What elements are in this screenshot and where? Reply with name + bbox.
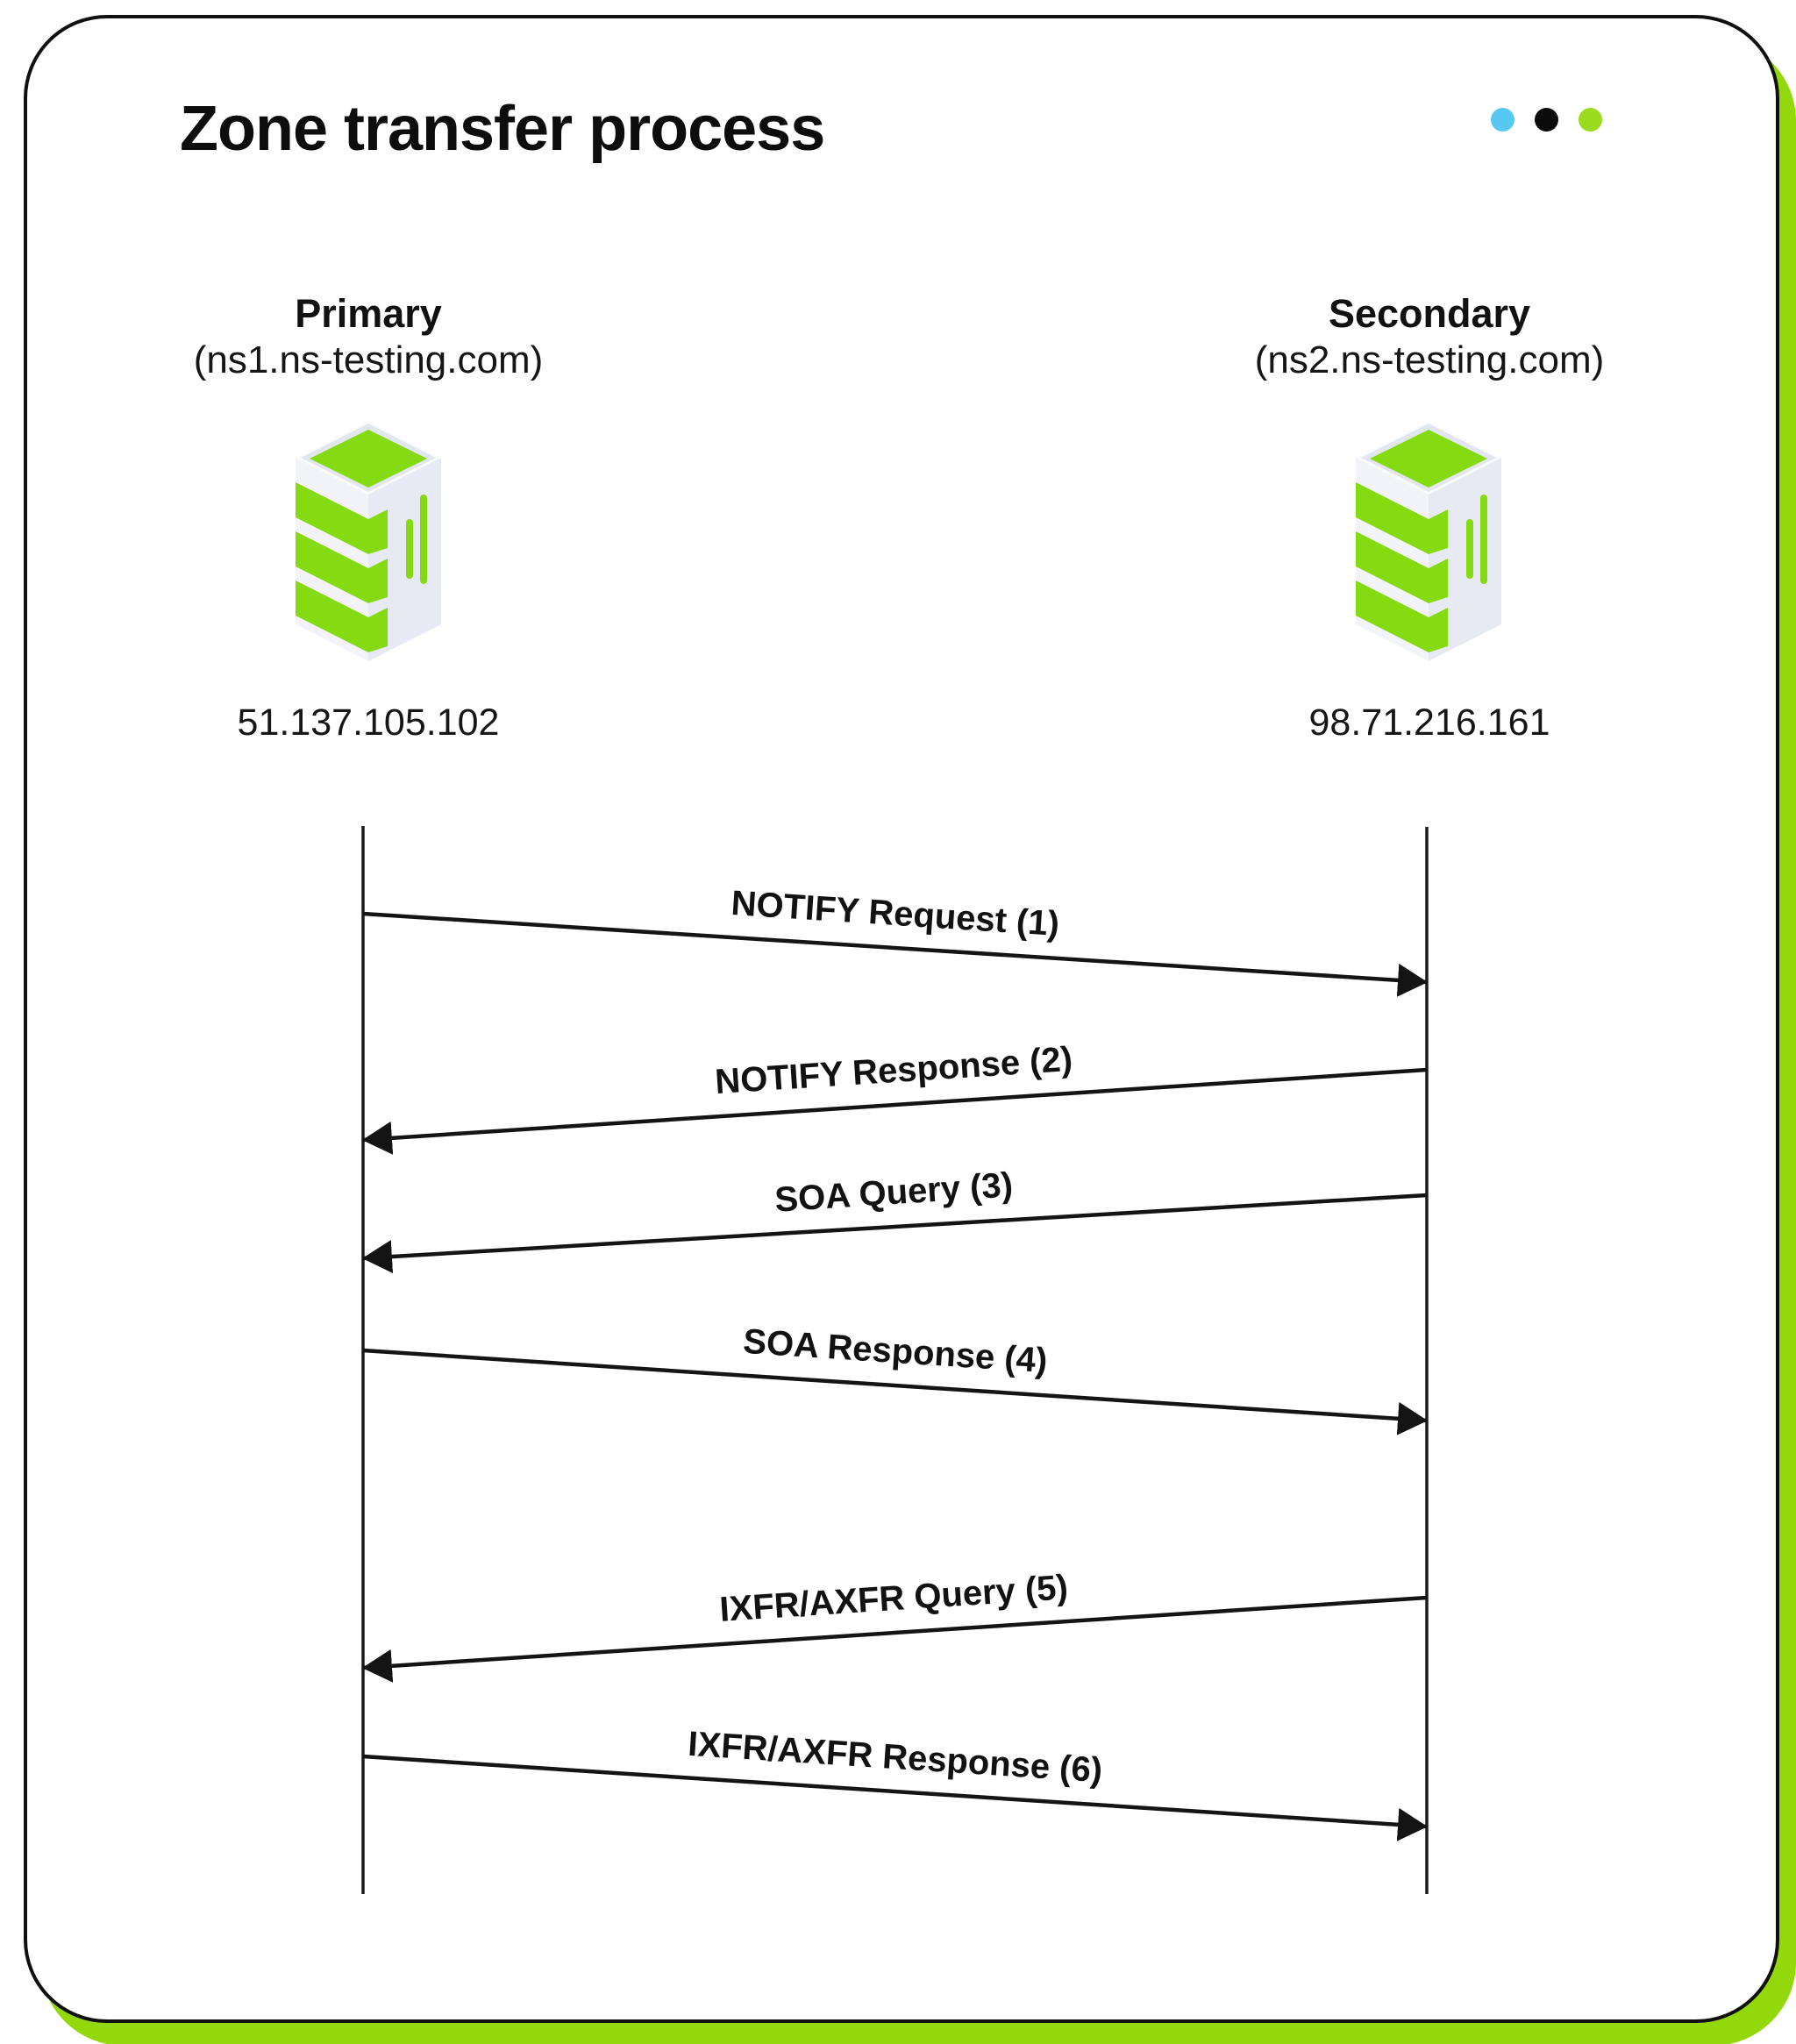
server-icon — [1356, 421, 1501, 661]
primary-role: Primary — [295, 291, 442, 336]
secondary-node-label: Secondary (ns2.ns-testing.com) — [1210, 289, 1649, 383]
card-background — [24, 15, 1779, 2023]
secondary-ip: 98.71.216.161 — [1308, 702, 1550, 744]
arrow-label-notify-request: NOTIFY Request (1) — [730, 884, 1060, 944]
decorative-dots — [1491, 108, 1602, 132]
primary-ip: 51.137.105.102 — [237, 702, 500, 744]
arrow-soa-query — [362, 1193, 1428, 1274]
arrow-label-notify-response: NOTIFY Response (2) — [714, 1040, 1073, 1101]
secondary-hostname: (ns2.ns-testing.com) — [1254, 338, 1605, 382]
black-dot-icon — [1535, 108, 1558, 132]
arrow-label-soa-response: SOA Response (4) — [742, 1322, 1049, 1380]
arrow-soa-response — [362, 1348, 1428, 1435]
server-icon — [296, 421, 441, 661]
arrow-label-soa-query: SOA Query (3) — [773, 1165, 1014, 1219]
secondary-role: Secondary — [1328, 291, 1531, 336]
page-title: Zone transfer process — [180, 94, 825, 164]
primary-node-label: Primary (ns1.ns-testing.com) — [149, 289, 588, 383]
arrow-notify-response — [362, 1067, 1428, 1155]
blue-dot-icon — [1491, 108, 1514, 132]
primary-hostname: (ns1.ns-testing.com) — [193, 338, 544, 382]
sequence-diagram: NOTIFY Request (1) NOTIFY Response (2) S… — [361, 826, 1429, 1894]
arrow-notify-request — [362, 911, 1428, 997]
arrow-label-ixfr-axfr-query: IXFR/AXFR Query (5) — [718, 1568, 1069, 1629]
arrow-ixfr-axfr-response — [362, 1754, 1428, 1841]
green-dot-icon — [1579, 108, 1602, 132]
arrow-ixfr-axfr-query — [362, 1595, 1428, 1683]
